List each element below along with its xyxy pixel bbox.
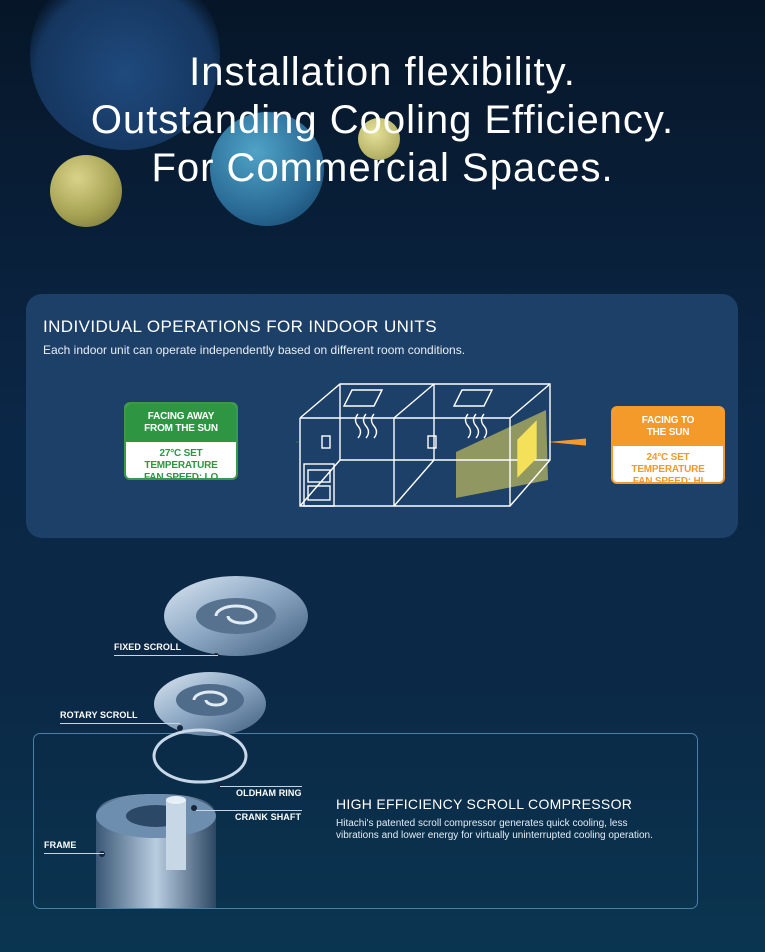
page-headline: Installation flexibility. Outstanding Co…: [0, 48, 765, 192]
room-outline: [299, 383, 551, 507]
headline-line-3: For Commercial Spaces.: [151, 146, 614, 190]
green-pointer: [296, 441, 302, 443]
tag-facing-sun-heading-1: FACING TO: [641, 415, 695, 426]
headline-line-2: Outstanding Cooling Efficiency.: [90, 98, 675, 142]
decorative-bubble-large: [30, 0, 220, 150]
frame-part: [96, 794, 216, 908]
decorative-bubble-blue: [210, 112, 324, 226]
tag-facing-sun: FACING TO THE SUN 24°C SET TEMPERATURE F…: [611, 406, 725, 484]
label-line-crank-shaft: [196, 810, 302, 811]
label-crank-shaft: CRANK SHAFT: [235, 812, 302, 822]
rotary-scroll-part: [154, 672, 266, 736]
indoor-section-subtitle: Each indoor unit can operate independent…: [43, 343, 466, 357]
decorative-bubble-small: [358, 118, 400, 160]
label-rotary-scroll: ROTARY SCROLL: [60, 710, 138, 720]
label-oldham-ring: OLDHAM RING: [236, 788, 302, 798]
label-fixed-scroll: FIXED SCROLL: [114, 642, 182, 652]
tag-facing-sun-detail-2: FAN SPEED: HI: [632, 476, 704, 484]
indoor-units-card: INDIVIDUAL OPERATIONS FOR INDOOR UNITS E…: [26, 294, 738, 538]
tag-facing-away-heading-2: FROM THE SUN: [144, 423, 218, 434]
building-wireframe-illustration: [296, 383, 586, 507]
fixed-scroll-part: [164, 576, 308, 656]
label-line-frame: [44, 853, 104, 854]
indoor-section-title: INDIVIDUAL OPERATIONS FOR INDOOR UNITS: [43, 317, 437, 336]
tag-facing-away-detail-1: 27°C SET TEMPERATURE: [144, 448, 218, 471]
compressor-description: Hitachi's patented scroll compressor gen…: [336, 818, 653, 841]
tag-facing-away-heading-1: FACING AWAY: [147, 411, 215, 422]
label-line-fixed-scroll: [114, 655, 218, 656]
sunlight-glow: [456, 410, 548, 498]
scroll-compressor-exploded-illustration: [96, 576, 308, 908]
tag-facing-sun-detail-1: 24°C SET TEMPERATURE: [631, 452, 705, 475]
decorative-bubble-yellow: [50, 155, 122, 227]
oldham-ring-part: [152, 728, 248, 784]
tag-facing-sun-heading-2: THE SUN: [646, 427, 690, 438]
label-line-oldham-ring: [220, 786, 302, 787]
headline-line-1: Installation flexibility.: [189, 50, 576, 94]
compressor-title: HIGH EFFICIENCY SCROLL COMPRESSOR: [336, 796, 633, 812]
tag-facing-away: FACING AWAY FROM THE SUN 27°C SET TEMPER…: [124, 402, 238, 480]
tag-facing-away-detail-2: FAN SPEED: LO: [143, 472, 219, 480]
compressor-info-box: [33, 733, 698, 909]
label-frame: FRAME: [44, 840, 77, 850]
orange-pointer: [548, 438, 586, 446]
label-line-rotary-scroll: [60, 723, 180, 724]
